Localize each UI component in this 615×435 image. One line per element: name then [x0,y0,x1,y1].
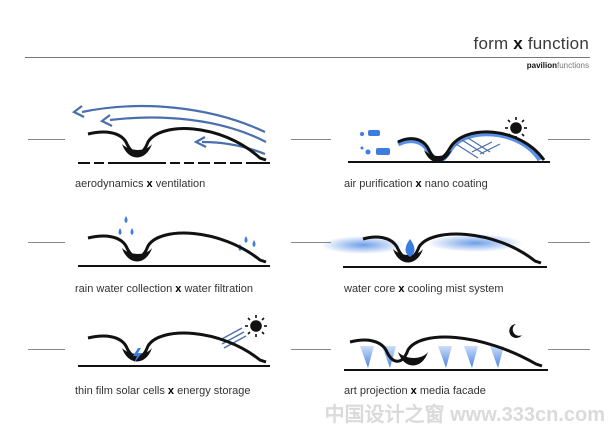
projection-beams [360,346,504,368]
side-rule-far-right-3 [548,349,590,350]
car-pollution-icons [360,130,390,155]
pavilion-diagram-rain-water [78,216,270,267]
pavilion-diagram-water-core [321,232,547,268]
caption-rain-water: rain water collection x water filtration [75,283,253,295]
side-rule-far-right-1 [548,139,590,140]
caption-air-purification: air purification x nano coating [344,178,488,190]
wind-arrows [71,105,267,156]
side-rule-far-right-2 [548,242,590,243]
side-rule-left-2 [28,242,65,243]
caption-aerodynamics: aerodynamics x ventilation [75,178,206,190]
page-title: form x function [473,34,589,53]
pavilion-shell [362,232,542,265]
side-rule-right-3 [291,349,331,350]
pavilion-core [424,150,452,162]
pavilion-diagram-air-purification [348,117,550,163]
side-rule-right-2 [291,242,331,243]
caption-water-core: water core x cooling mist system [344,283,504,295]
watermark: 中国设计之窗 www.333cn.com [324,404,605,426]
caption-art-projection: art projection x media facade [344,385,486,397]
pavilion-diagram-solar [78,315,270,367]
pavilion-shell [87,231,267,264]
pavilion-core [122,248,152,262]
water-drop-icon [405,239,415,257]
caption-solar: thin film solar cells x energy storage [75,385,251,397]
page-subtitle: pavilionfunctions [526,61,589,70]
side-rule-left-1 [28,139,65,140]
side-rule-left-3 [28,349,65,350]
side-rule-right-1 [291,139,331,140]
sun-icon [245,315,267,337]
rain-drop-icons [118,216,256,251]
pavilion-core [393,249,423,263]
pavilion-shell [87,331,267,364]
pavilion-diagram-aerodynamics [71,105,270,164]
pavilion-shell [349,335,543,368]
airflow-lines [455,137,501,159]
pavilion-core [398,352,428,366]
pavilion-diagram-art-projection [344,324,548,371]
pavilion-shell [87,127,267,162]
moon-icon [509,324,522,338]
lightning-icon [133,348,142,363]
ground-vents [90,162,246,164]
cooling-mist [321,234,523,254]
title-divider [25,57,590,58]
pavilion-core [122,144,152,158]
